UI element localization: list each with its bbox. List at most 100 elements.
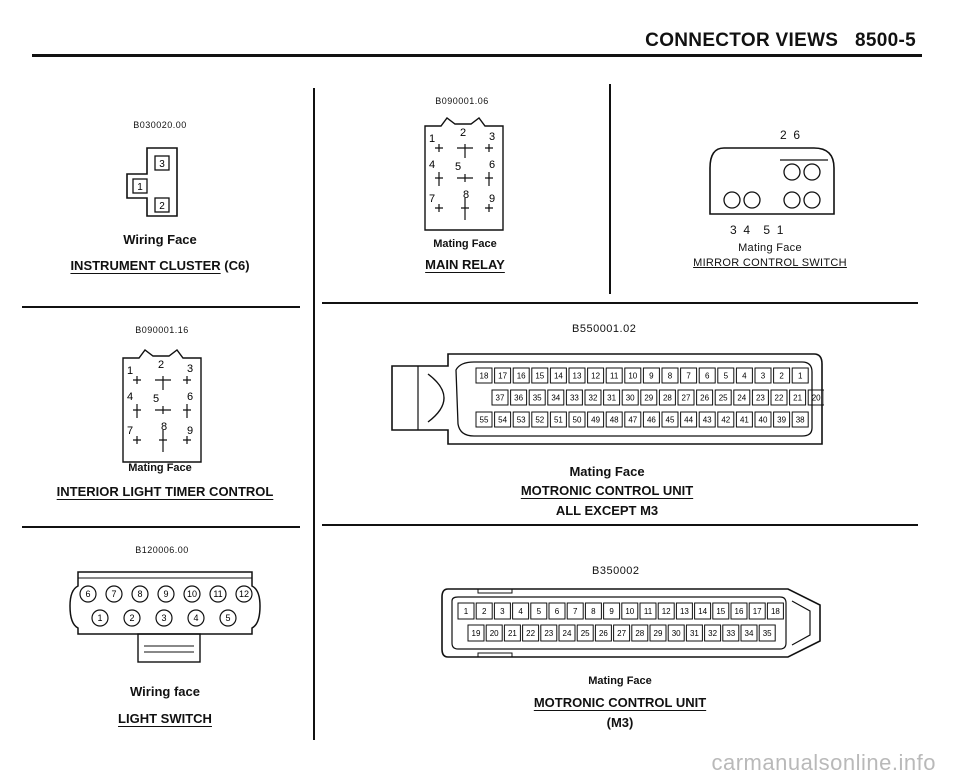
pin-label: 22 xyxy=(526,629,535,638)
pin-label: 50 xyxy=(573,415,582,424)
pin-box xyxy=(773,411,791,428)
pin-box xyxy=(766,602,784,620)
pin-label: 24 xyxy=(737,393,746,402)
pin-label: 46 xyxy=(647,415,656,424)
pin-box xyxy=(751,389,769,406)
pin-label: 7 xyxy=(429,193,435,205)
pin-label: 20 xyxy=(490,629,499,638)
pin-box xyxy=(528,389,546,406)
pin-label: 17 xyxy=(753,607,762,616)
pin-box xyxy=(547,389,565,406)
connector-title-motronic-m3: MOTRONIC CONTROL UNIT xyxy=(533,695,707,710)
pin-box xyxy=(475,411,493,428)
title-text: INSTRUMENT CLUSTER xyxy=(70,258,221,273)
pin-label: 6 xyxy=(705,371,710,380)
pin-box xyxy=(717,411,735,428)
pin-label: 7 xyxy=(111,589,116,599)
pin-label: 11 xyxy=(644,607,653,616)
pin-label: 18 xyxy=(480,371,489,380)
pin-label: 6 xyxy=(187,391,193,403)
pin-label: 3 xyxy=(500,607,505,616)
pin-box xyxy=(698,367,716,384)
pin-label: 1 xyxy=(429,133,435,145)
mirror-top-pin-numbers: 2 6 xyxy=(780,128,801,142)
pin-label: 15 xyxy=(535,371,544,380)
pin-box xyxy=(642,367,660,384)
pin-box xyxy=(587,411,605,428)
pin-label: 16 xyxy=(517,371,526,380)
pin-box xyxy=(791,411,809,428)
pin-label: 23 xyxy=(544,629,553,638)
pin-box xyxy=(522,624,540,642)
pin-circle xyxy=(219,609,237,627)
pin-box xyxy=(789,389,807,406)
view-label-interior-light: Mating Face xyxy=(128,462,192,474)
divider-left-2 xyxy=(22,526,300,528)
pin-box xyxy=(568,411,586,428)
interior-light-connector: 1 2 3 4 5 6 7 8 9 xyxy=(122,349,202,463)
pin-box xyxy=(694,602,712,620)
pin-label: 10 xyxy=(625,607,634,616)
pin-label: 8 xyxy=(161,421,167,433)
pin-box xyxy=(494,367,512,384)
pin-label: 25 xyxy=(719,393,728,402)
figure-id-instrument-cluster: B030020.00 xyxy=(133,120,187,130)
pin-label: 17 xyxy=(498,371,507,380)
pin-label: 11 xyxy=(610,371,619,380)
pin-circle xyxy=(131,585,149,603)
mirror-control-connector xyxy=(709,147,835,215)
pin-label: 3 xyxy=(761,371,766,380)
pin-label: 34 xyxy=(551,393,560,402)
connector-title-mirror-control: MIRROR CONTROL SWITCH xyxy=(693,257,847,269)
pin-label: 26 xyxy=(700,393,709,402)
pin-label: 20 xyxy=(812,393,821,402)
pin-label: 31 xyxy=(690,629,699,638)
pin-label: 6 xyxy=(555,607,560,616)
pin-label: 19 xyxy=(472,629,481,638)
pin-label: 51 xyxy=(554,415,563,424)
view-label-instrument-cluster: Wiring Face xyxy=(123,232,197,247)
pin-box xyxy=(568,367,586,384)
pin-box xyxy=(754,411,772,428)
pin-box xyxy=(733,389,751,406)
pin-label: 38 xyxy=(796,415,805,424)
pin-label: 2 xyxy=(482,607,487,616)
header-title: CONNECTOR VIEWS xyxy=(645,30,839,51)
pin-label: 1 xyxy=(127,365,133,377)
pin-label: 9 xyxy=(163,589,168,599)
pin-label: 5 xyxy=(225,613,230,623)
view-label-mirror-control: Mating Face xyxy=(738,242,802,254)
pin-circle xyxy=(183,585,201,603)
pin-box xyxy=(613,624,631,642)
pin-box xyxy=(558,624,576,642)
connector-subtitle-motronic-all: ALL EXCEPT M3 xyxy=(555,503,659,518)
main-relay-connector: 1 2 3 4 5 6 7 8 9 xyxy=(424,117,504,231)
pin-label: 12 xyxy=(591,371,600,380)
pin-box xyxy=(584,602,602,620)
pin-label: 9 xyxy=(187,425,193,437)
pin-box xyxy=(503,624,521,642)
connector-title-instrument-cluster: INSTRUMENT CLUSTER (C6) xyxy=(40,258,280,273)
vertical-rule-main xyxy=(313,88,315,740)
pin-label: 13 xyxy=(573,371,582,380)
pin-box xyxy=(661,367,679,384)
pin-label: 21 xyxy=(508,629,517,638)
pin-box xyxy=(642,411,660,428)
pin-label: 14 xyxy=(554,371,563,380)
pin-label: 3 xyxy=(159,159,165,170)
pin-label: 22 xyxy=(775,393,784,402)
page-header: CONNECTOR VIEWS 8500-5 xyxy=(645,30,916,52)
pin-label: 23 xyxy=(756,393,765,402)
title-suffix: (C6) xyxy=(224,258,250,273)
pin-box xyxy=(493,602,511,620)
pin-label: 15 xyxy=(716,607,725,616)
pin-box xyxy=(735,411,753,428)
connector-subtitle-motronic-m3: (M3) xyxy=(606,715,634,730)
mirror-bottom-pin-numbers: 3 4 5 1 xyxy=(730,223,784,237)
